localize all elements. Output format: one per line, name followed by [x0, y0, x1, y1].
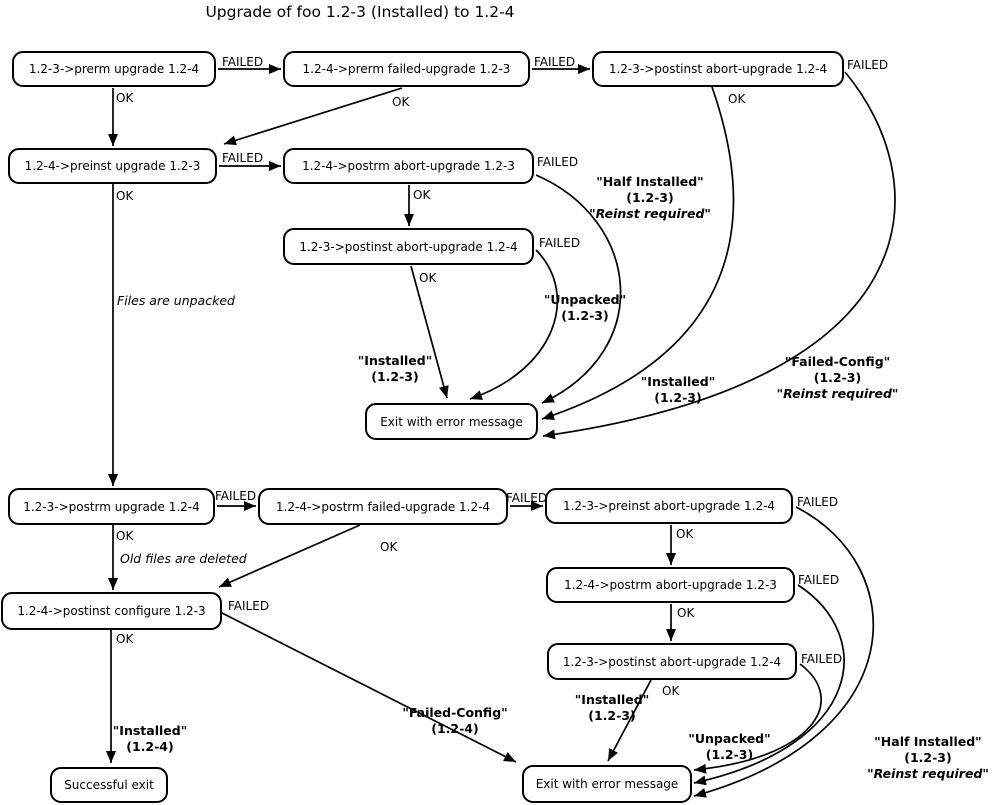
state-label-installed-lower: "Installed" (1.2-3) — [574, 692, 650, 723]
edge-label-failed: FAILED — [215, 489, 257, 503]
edge-label-failed: FAILED — [798, 573, 840, 587]
edge-label-ok: OK — [116, 529, 134, 543]
state-label-half-installed-lower: "Half Installed" (1.2-3) "Reinst require… — [867, 734, 989, 781]
diagram-title: Upgrade of foo 1.2-3 (Installed) to 1.2-… — [205, 3, 515, 21]
state-label-failed-config-upper: "Failed-Config" (1.2-3) "Reinst required… — [776, 354, 899, 401]
node-postrm-failed-upgrade: 1.2-4->postrm failed-upgrade 1.2-4 — [258, 488, 508, 525]
state-label-installed-124: "Installed" (1.2-4) — [112, 723, 188, 754]
edge-postinstaborttop-ok — [541, 86, 735, 420]
edge-postrmfail-ok — [218, 524, 361, 588]
node-postinst-abort-upgrade-low: 1.2-3->postinst abort-upgrade 1.2-4 — [547, 643, 797, 680]
edge-label-failed: FAILED — [797, 495, 839, 509]
note-files-unpacked: Files are unpacked — [117, 293, 235, 308]
edge-label-ok: OK — [413, 188, 431, 202]
edge-postrmabortlow-failed — [693, 584, 845, 786]
edge-label-ok: OK — [116, 91, 134, 105]
node-preinst-upgrade: 1.2-4->preinst upgrade 1.2-3 — [8, 148, 217, 184]
node-prerm-failed-upgrade: 1.2-4->prerm failed-upgrade 1.2-3 — [283, 51, 530, 87]
edge-label-ok: OK — [419, 271, 437, 285]
node-exit-error-mid: Exit with error message — [365, 403, 538, 440]
node-exit-error-bottom: Exit with error message — [522, 765, 692, 803]
edge-prermfail-ok — [223, 87, 403, 146]
node-postrm-abort-upgrade-mid: 1.2-4->postrm abort-upgrade 1.2-3 — [283, 148, 534, 184]
edge-postinstabortmid-ok — [410, 265, 449, 399]
state-label-half-installed-upper: "Half Installed" (1.2-3) "Reinst require… — [589, 174, 711, 221]
edge-label-failed: FAILED — [222, 55, 264, 69]
node-postrm-abort-upgrade-low: 1.2-4->postrm abort-upgrade 1.2-3 — [546, 567, 795, 603]
state-label-unpacked-upper: "Unpacked" (1.2-3) — [543, 292, 627, 323]
edge-label-failed: FAILED — [222, 151, 264, 165]
edge-label-ok: OK — [392, 95, 410, 109]
edge-label-ok: OK — [676, 527, 694, 541]
edge-label-failed: FAILED — [801, 652, 843, 666]
note-old-files-deleted: Old files are deleted — [120, 551, 247, 566]
edge-postinstabortlow-ok — [607, 679, 652, 762]
state-label-failed-config-lower: "Failed-Config" (1.2-4) — [402, 705, 508, 736]
edge-label-ok: OK — [662, 684, 680, 698]
edge-label-ok: OK — [728, 92, 746, 106]
edge-postinstaborttop-failed — [542, 71, 896, 440]
edge-label-failed: FAILED — [539, 236, 581, 250]
edge-label-failed: FAILED — [534, 55, 576, 69]
node-prerm-upgrade: 1.2-3->prerm upgrade 1.2-4 — [12, 51, 216, 87]
edge-label-ok: OK — [116, 632, 134, 646]
node-postinst-abort-upgrade-top: 1.2-3->postinst abort-upgrade 1.2-4 — [592, 51, 844, 87]
node-successful-exit: Successful exit — [50, 767, 168, 803]
state-label-installed-mid-right: "Installed" (1.2-3) — [640, 374, 716, 405]
edge-label-ok: OK — [116, 189, 134, 203]
edge-postinstconfigure-failed — [221, 612, 517, 763]
edge-label-failed: FAILED — [537, 155, 579, 169]
node-postinst-configure: 1.2-4->postinst configure 1.2-3 — [1, 592, 222, 630]
node-postinst-abort-upgrade-mid: 1.2-3->postinst abort-upgrade 1.2-4 — [283, 228, 534, 265]
state-label-unpacked-lower: "Unpacked" (1.2-3) — [688, 731, 771, 762]
edge-label-failed: FAILED — [506, 491, 548, 505]
edge-label-failed: FAILED — [847, 58, 889, 72]
edge-postinstabortmid-failed — [469, 249, 559, 400]
edge-label-ok: OK — [380, 540, 398, 554]
edge-postrmabortmid-failed — [535, 174, 622, 404]
edge-preinstabort-failed — [693, 506, 875, 798]
state-label-installed-mid-left: "Installed" (1.2-3) — [357, 353, 433, 384]
node-postrm-upgrade: 1.2-3->postrm upgrade 1.2-4 — [8, 488, 215, 525]
edge-postinstabortlow-failed — [693, 663, 822, 774]
node-preinst-abort-upgrade: 1.2-3->preinst abort-upgrade 1.2-4 — [545, 488, 793, 524]
edge-label-ok: OK — [677, 606, 695, 620]
edge-label-failed: FAILED — [228, 599, 270, 613]
